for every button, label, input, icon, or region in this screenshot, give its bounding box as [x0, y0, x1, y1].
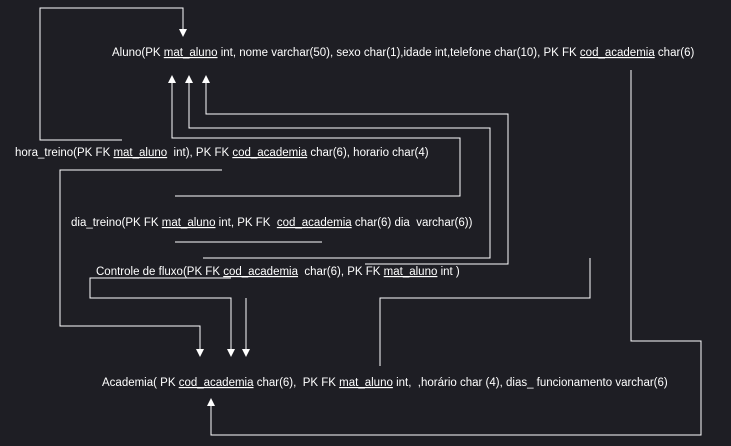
entity-dia-treino: dia_treino(PK FK mat_aluno int, PK FK co… — [71, 217, 473, 229]
connector-aluno-to-academia — [210, 70, 702, 436]
key-field: mat_aluno — [339, 377, 393, 389]
connector-hora-treino-to-academia — [59, 169, 222, 350]
arrowhead-academia-3 — [242, 349, 250, 357]
connector-hora-treino-to-aluno — [171, 82, 461, 197]
entity-hora-treino: hora_treino(PK FK mat_aluno int), PK FK … — [15, 147, 429, 159]
connectors — [39, 7, 702, 436]
key-field: cod_academia — [232, 147, 307, 159]
field-text: hora_treino(PK FK — [15, 147, 113, 159]
field-text: int ) — [437, 266, 460, 278]
field-text: char(6), PK FK — [254, 377, 340, 389]
entity-academia: Academia( PK cod_academia char(6), PK FK… — [102, 377, 668, 389]
key-field: mat_aluno — [113, 147, 167, 159]
arrowhead-aluno-mat-3 — [202, 75, 210, 83]
field-text: char(6) — [655, 47, 695, 59]
connector-controle-to-academia — [89, 277, 232, 350]
connector-loop-to-aluno — [39, 7, 184, 141]
arrowheads — [168, 29, 250, 406]
key-field: cod_academia — [277, 217, 352, 229]
key-field: cod_academia — [179, 377, 254, 389]
field-text: int, PK FK — [215, 217, 276, 229]
arrowhead-academia-1 — [196, 349, 204, 357]
arrowhead-academia-2 — [227, 349, 235, 357]
field-text: Academia( PK — [102, 377, 179, 389]
key-field: cod_academia — [223, 266, 298, 278]
field-text: int), PK FK — [167, 147, 232, 159]
field-text: Controle de fluxo(PK FK — [96, 266, 223, 278]
field-text: char(6), PK FK — [298, 266, 384, 278]
entity-controle-de-fluxo: Controle de fluxo(PK FK cod_academia cha… — [96, 266, 460, 278]
arrowhead-aluno-mat-1 — [168, 75, 176, 83]
arrowhead-academia-bottom — [207, 398, 215, 406]
arrowhead-aluno-mat-2 — [185, 75, 193, 83]
key-field: mat_aluno — [164, 47, 218, 59]
field-text: Aluno(PK — [112, 47, 164, 59]
key-field: mat_aluno — [162, 217, 216, 229]
field-text: int, ,horário char (4), dias_ funcioname… — [393, 377, 668, 389]
connector-dia-treino-up — [188, 82, 491, 259]
field-text: char(6), horario char(4) — [307, 147, 429, 159]
entity-aluno: Aluno(PK mat_aluno int, nome varchar(50)… — [112, 47, 695, 59]
connector-controle-to-aluno — [205, 82, 509, 265]
field-text: char(6) dia varchar(6)) — [352, 217, 473, 229]
key-field: mat_aluno — [384, 266, 438, 278]
connector-academia-to-aluno — [379, 258, 591, 366]
field-text: int, nome varchar(50), sexo char(1),idad… — [218, 47, 580, 59]
field-text: dia_treino(PK FK — [71, 217, 162, 229]
arrowhead-aluno-top — [179, 29, 187, 37]
key-field: cod_academia — [580, 47, 655, 59]
